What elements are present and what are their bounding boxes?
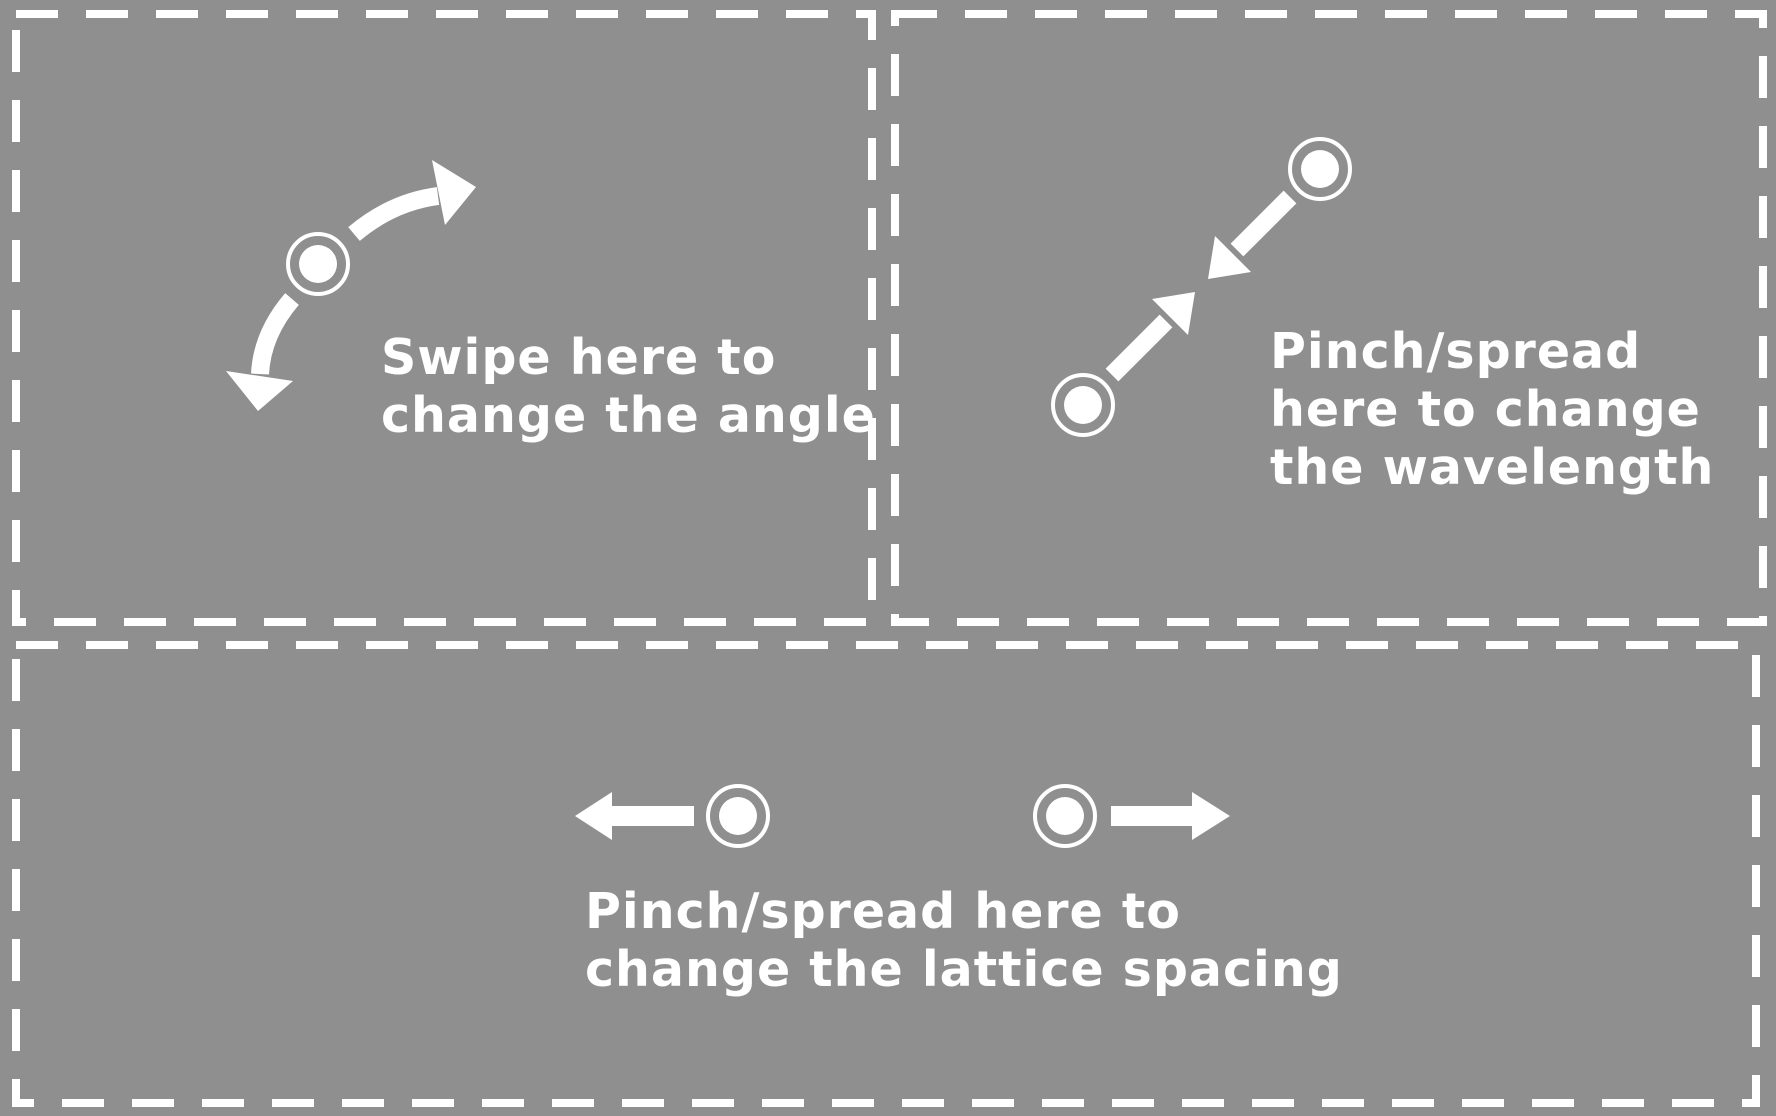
angle-zone-dashed-border: [12, 10, 876, 626]
wavelength-zone-label: Pinch/spread here to change the waveleng…: [1270, 323, 1715, 496]
lattice-zone-dashed-border: [12, 641, 1760, 1107]
wavelength-zone-dashed-border: [891, 10, 1767, 626]
wavelength-pinch-zone[interactable]: Pinch/spread here to change the waveleng…: [885, 0, 1776, 633]
angle-swipe-zone[interactable]: Swipe here to change the angle: [0, 0, 885, 633]
lattice-pinch-zone[interactable]: Pinch/spread here to change the lattice …: [0, 633, 1776, 1116]
angle-zone-label: Swipe here to change the angle: [381, 329, 876, 444]
lattice-zone-label: Pinch/spread here to change the lattice …: [585, 883, 1343, 998]
